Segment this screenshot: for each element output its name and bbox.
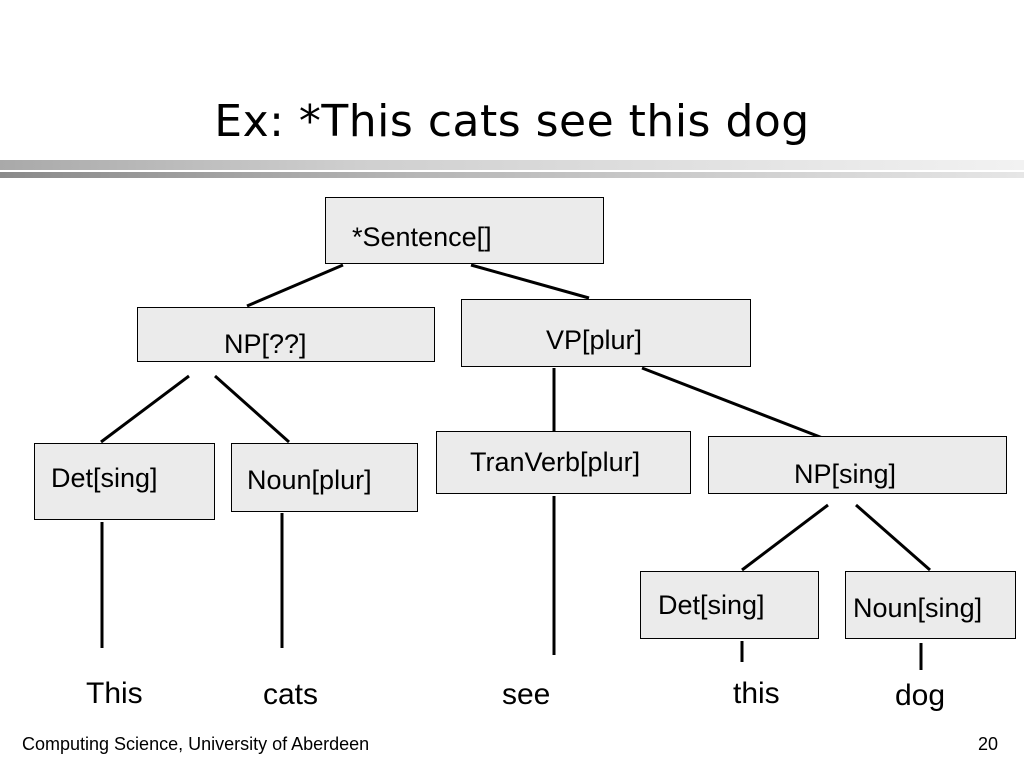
edge-np-object-det xyxy=(741,503,829,572)
noun-object-label: Noun[sing] xyxy=(853,593,983,623)
word-see: see xyxy=(502,678,551,711)
word-this: This xyxy=(86,677,143,710)
sentence-label: *Sentence[] xyxy=(352,222,492,252)
edge-vp-np-object xyxy=(641,366,834,444)
slide-title: Ex: *This cats see this dog xyxy=(214,96,810,147)
edge-np-noun xyxy=(214,374,290,444)
vp-label: VP[plur] xyxy=(546,325,643,355)
title-divider-dark xyxy=(0,172,1024,178)
vp-node: VP[plur] xyxy=(461,299,751,367)
np-object-node: NP[sing] xyxy=(708,436,1007,494)
det-object-node: Det[sing] xyxy=(640,571,819,639)
page-number: 20 xyxy=(978,734,999,754)
det-subject-node: Det[sing] xyxy=(34,443,215,520)
edge-np-det xyxy=(100,374,190,444)
noun-subject-label: Noun[plur] xyxy=(247,465,372,495)
footer-institution: Computing Science, University of Aberdee… xyxy=(22,734,370,754)
tranverb-label: TranVerb[plur] xyxy=(470,447,641,477)
np-subject-label: NP[??] xyxy=(224,329,307,359)
edge-np-object-noun xyxy=(855,503,931,572)
word-this-lower: this xyxy=(733,677,780,710)
np-subject-node: NP[??] xyxy=(137,307,435,362)
noun-object-node: Noun[sing] xyxy=(845,571,1016,639)
edge-root-vp xyxy=(470,263,590,300)
det-object-label: Det[sing] xyxy=(658,590,765,620)
edge-root-np xyxy=(246,263,344,308)
det-subject-label: Det[sing] xyxy=(51,463,158,493)
title-divider-light xyxy=(0,160,1024,170)
noun-subject-node: Noun[plur] xyxy=(231,443,418,512)
tranverb-node: TranVerb[plur] xyxy=(436,431,691,494)
word-cats: cats xyxy=(263,678,319,711)
np-object-label: NP[sing] xyxy=(794,459,897,489)
word-dog: dog xyxy=(895,679,946,712)
sentence-node: *Sentence[] xyxy=(325,197,604,264)
